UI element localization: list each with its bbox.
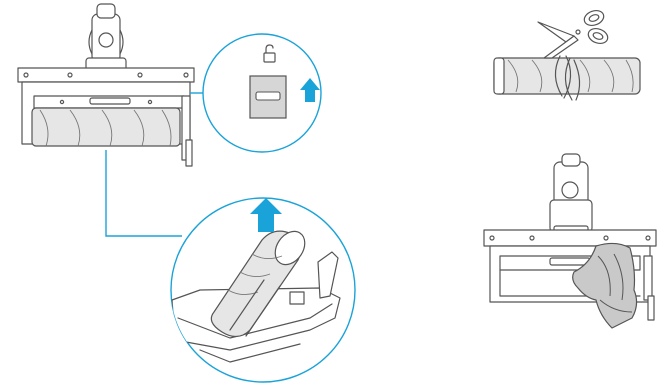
unlock-callout	[190, 34, 321, 152]
wiping-step	[484, 154, 656, 328]
floor-head-unit	[18, 4, 194, 166]
roller-cutting-step	[494, 8, 640, 100]
roller-removal-callout	[171, 198, 355, 382]
scissors-icon	[538, 8, 610, 58]
zoom-connector-line	[106, 150, 182, 236]
